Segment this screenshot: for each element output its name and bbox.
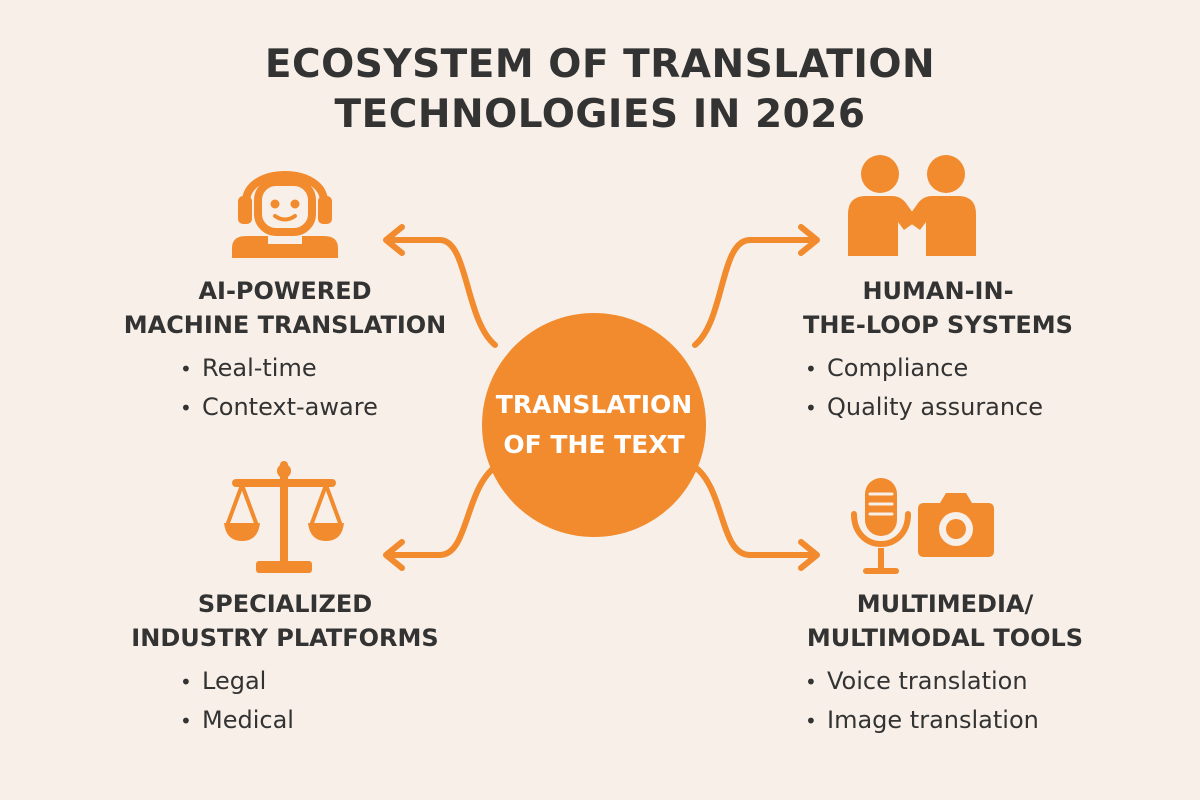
list-item: Context-aware [180,388,378,427]
node-machine-translation-list: Real-time Context-aware [180,349,378,427]
arrow-to-human-loop [692,237,818,348]
handshake-people-icon [848,155,976,256]
list-item: Legal [180,662,294,701]
node-title-line: THE-LOOP SYSTEMS [803,311,1073,339]
node-title-line: MACHINE TRANSLATION [123,311,447,339]
node-title-line: MULTIMODAL TOOLS [806,624,1084,652]
arrow-to-machine-translation [385,237,498,348]
list-item: Quality assurance [805,388,1043,427]
arrowhead-industry-platforms [383,539,405,571]
arrowhead-multimodal-tools [798,539,820,571]
arrow-to-industry-platforms [385,464,498,558]
node-title-line: INDUSTRY PLATFORMS [131,624,439,652]
node-human-loop-list: Compliance Quality assurance [805,349,1043,427]
list-item: Real-time [180,349,378,388]
arrowhead-machine-translation [383,224,405,256]
microphone-icon [851,478,911,574]
node-title-line: AI-POWERED [198,277,372,305]
list-item: Image translation [805,701,1039,740]
camera-icon [918,493,994,557]
list-item: Compliance [805,349,1043,388]
node-multimodal-tools-list: Voice translation Image translation [805,662,1039,740]
scales-icon [224,461,344,573]
node-industry-platforms-list: Legal Medical [180,662,294,740]
node-human-loop-title: HUMAN-IN- THE-LOOP SYSTEMS [728,274,1148,342]
title-line-1: ECOSYSTEM OF TRANSLATION [264,42,936,87]
arrowhead-human-loop [798,224,820,256]
title-line-2: TECHNOLOGIES IN 2026 [334,92,866,137]
node-industry-platforms-title: SPECIALIZED INDUSTRY PLATFORMS [75,587,495,655]
center-circle: TRANSLATION OF THE TEXT [482,313,706,537]
list-item: Medical [180,701,294,740]
page-title: ECOSYSTEM OF TRANSLATION TECHNOLOGIES IN… [0,40,1200,140]
node-title-line: HUMAN-IN- [862,277,1014,305]
center-label-line-1: TRANSLATION [495,390,693,419]
node-title-line: MULTIMEDIA/ [856,590,1034,618]
robot-headset-icon [232,171,338,258]
center-label-line-2: OF THE TEXT [503,430,685,459]
node-title-line: SPECIALIZED [197,590,373,618]
arrow-to-multimodal-tools [692,464,818,558]
node-machine-translation-title: AI-POWERED MACHINE TRANSLATION [75,274,495,342]
node-multimodal-tools-title: MULTIMEDIA/ MULTIMODAL TOOLS [735,587,1155,655]
list-item: Voice translation [805,662,1039,701]
